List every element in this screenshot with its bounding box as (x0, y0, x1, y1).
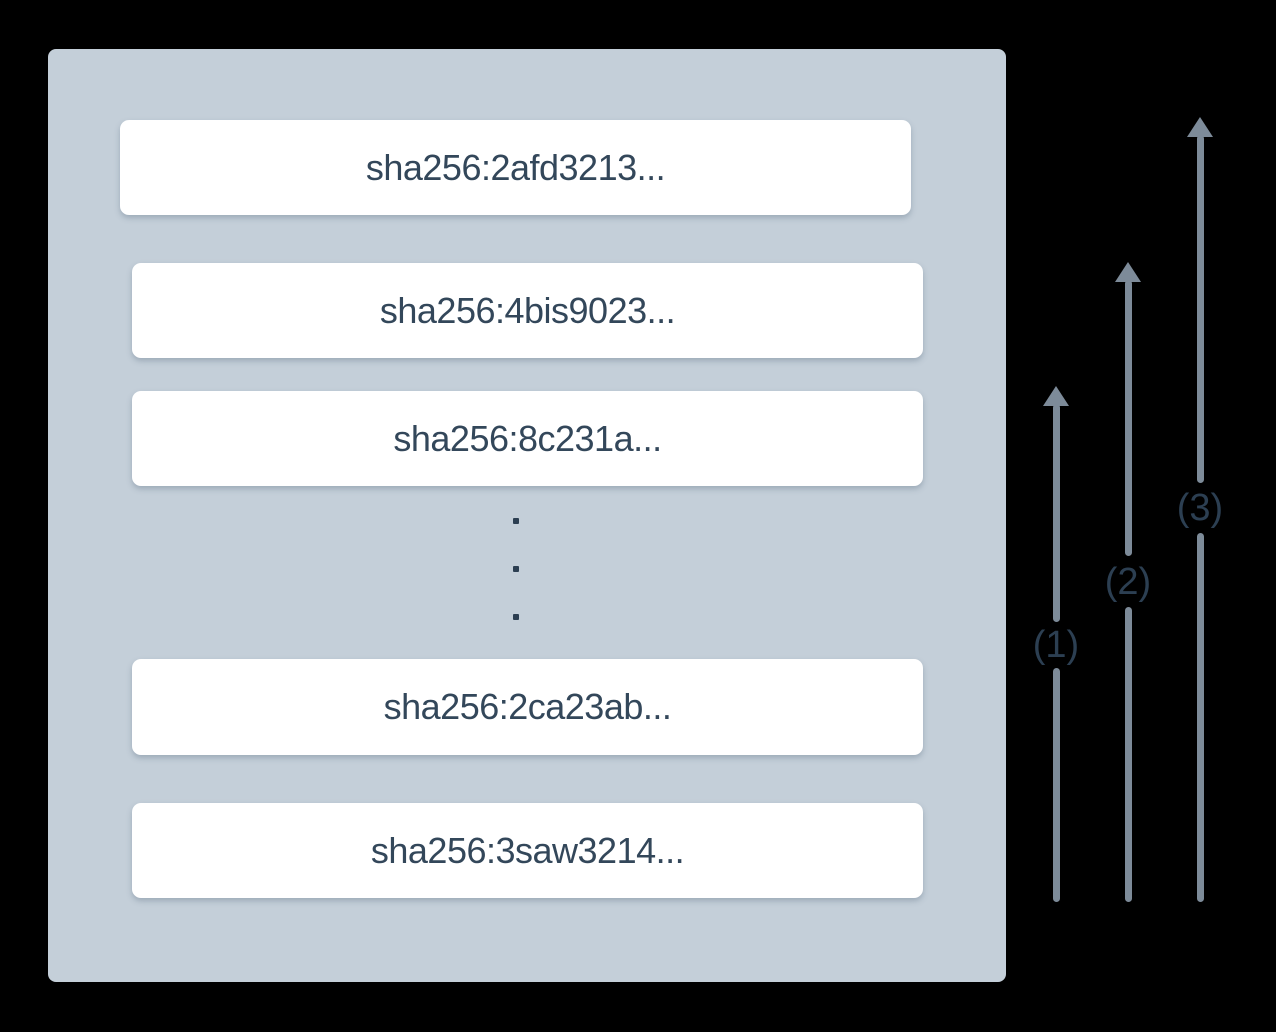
ellipsis (513, 518, 519, 620)
layer-box: sha256:2afd3213... (120, 120, 911, 215)
ellipsis-dot (513, 566, 519, 572)
layer-hash-label: sha256:2afd3213... (365, 146, 666, 188)
arrow-shaft-lower (1197, 533, 1204, 902)
arrow-label: (3) (1176, 487, 1224, 529)
arrow-shaft-lower (1125, 607, 1132, 902)
arrow-up-icon (1115, 262, 1141, 282)
layer-box: sha256:3saw3214... (132, 803, 923, 898)
layer-box: sha256:4bis9023... (132, 263, 923, 358)
layer-hash-label: sha256:3saw3214... (370, 829, 685, 871)
ellipsis-dot (513, 518, 519, 524)
arrow-shaft-upper (1197, 135, 1204, 483)
arrow-shaft-lower (1053, 668, 1060, 902)
ellipsis-dot (513, 614, 519, 620)
arrow-up-icon (1187, 117, 1213, 137)
arrow-up-icon (1043, 386, 1069, 406)
layer-hash-label: sha256:2ca23ab... (383, 686, 672, 727)
layer-box: sha256:2ca23ab... (132, 659, 923, 755)
layer-hash-label: sha256:8c231a... (393, 417, 662, 459)
layer-hash-label: sha256:4bis9023... (379, 289, 676, 331)
arrow-shaft-upper (1053, 404, 1060, 622)
arrow-label: (2) (1104, 561, 1152, 603)
arrow-shaft-upper (1125, 280, 1132, 556)
layer-box: sha256:8c231a... (132, 391, 923, 486)
arrow-label: (1) (1032, 624, 1080, 666)
